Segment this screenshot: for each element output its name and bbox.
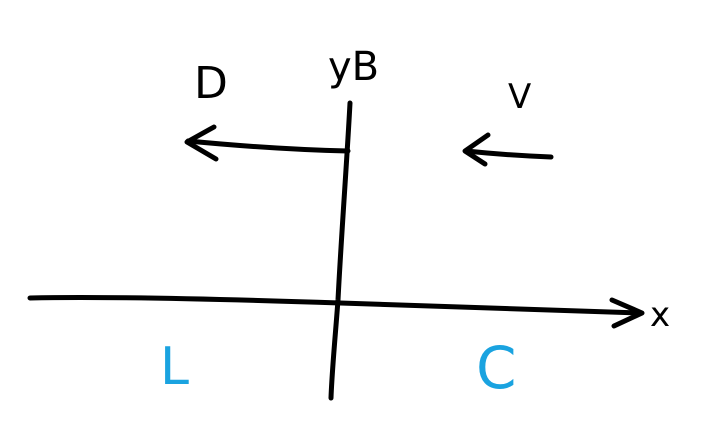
left-arrow-head (184, 124, 219, 162)
left-arrow-shaft (185, 138, 351, 154)
quadrant-label-upper-left: D (194, 58, 228, 109)
right-arrow-shaft (463, 148, 554, 160)
right-arrow-head (462, 132, 491, 167)
x-axis-label: x (650, 295, 670, 335)
y-axis-line (328, 100, 353, 401)
quadrant-label-upper-right: V (508, 77, 531, 117)
quadrant-label-lower-left: L (160, 337, 189, 397)
x-axis-arrowhead (609, 297, 645, 329)
y-axis-label: yB (328, 44, 379, 90)
quadrant-label-lower-right: C (476, 334, 517, 402)
